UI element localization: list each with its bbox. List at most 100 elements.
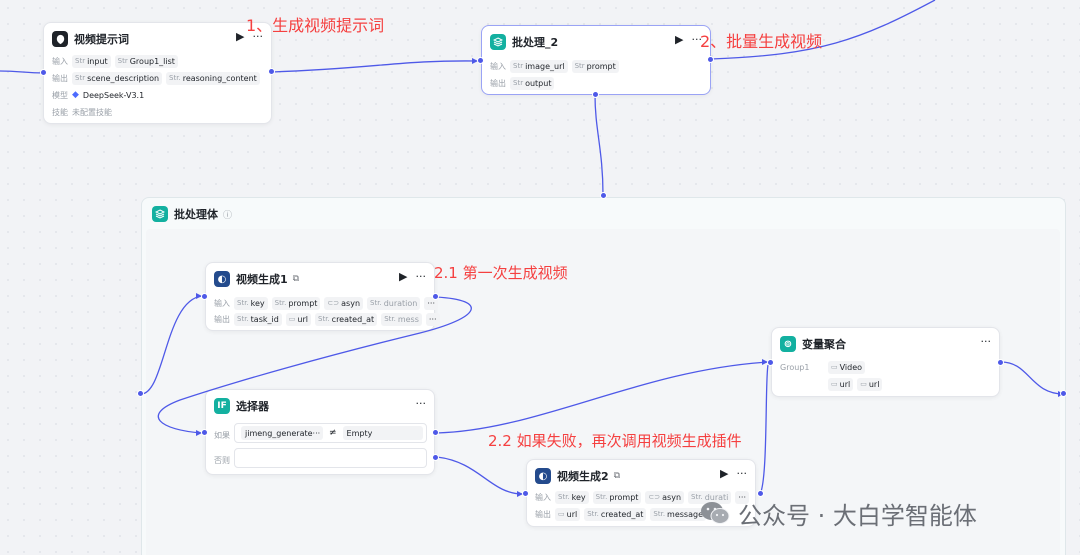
- copy-icon[interactable]: ⧉: [613, 471, 621, 481]
- input-port[interactable]: [767, 359, 774, 366]
- condition-box[interactable]: jimeng_generate··· ≠ Empty: [234, 423, 427, 443]
- param-chip: Str.created_at: [315, 312, 378, 326]
- annotation-step1: 1、生成视频提示词: [246, 16, 385, 35]
- input-port[interactable]: [522, 490, 529, 497]
- plugin-icon: ◐: [535, 468, 551, 484]
- more-icon[interactable]: ···: [980, 335, 992, 348]
- input-label: 输入: [535, 492, 551, 502]
- param-name: message: [667, 509, 703, 519]
- output-port[interactable]: [432, 293, 439, 300]
- play-icon[interactable]: ▶: [720, 467, 729, 480]
- more-icon[interactable]: ···: [736, 467, 748, 480]
- llm-icon: [52, 31, 68, 47]
- play-icon[interactable]: ▶: [399, 270, 408, 283]
- else-label: 否则: [214, 455, 230, 465]
- group-label: Group1: [780, 362, 810, 372]
- annotation-step2: 2、批量生成视频: [700, 32, 823, 51]
- node-video-gen-2[interactable]: ◐ 视频生成2 ⧉ ▶ ··· 输入 Str.key Str.prompt ⊂⊃…: [526, 459, 756, 527]
- more-icon[interactable]: ···: [691, 33, 703, 46]
- param-type: Str: [75, 73, 86, 82]
- edge-batch-group: [594, 94, 604, 196]
- object-icon: ▭: [288, 314, 296, 323]
- input-port[interactable]: [201, 429, 208, 436]
- more-icon[interactable]: ···: [415, 270, 427, 283]
- param-type: Str: [513, 61, 524, 70]
- group-input-port[interactable]: [137, 390, 144, 397]
- param-name: Video: [839, 362, 863, 372]
- param-chip: Str.durati: [688, 490, 732, 504]
- more-icon[interactable]: ···: [252, 30, 264, 43]
- batch-body-port[interactable]: [592, 91, 599, 98]
- play-icon[interactable]: ▶: [236, 30, 245, 43]
- object-icon: ▭: [558, 509, 565, 518]
- param-name: asyn: [341, 298, 361, 308]
- watermark: 公众号 · 大白学智能体: [700, 497, 977, 530]
- node-title: 视频提示词: [74, 33, 129, 46]
- copy-icon[interactable]: ⧉: [292, 274, 300, 284]
- output-port[interactable]: [997, 359, 1004, 366]
- else-box[interactable]: [234, 448, 427, 468]
- param-chip: ▭url: [555, 507, 581, 521]
- param-chip: Str.prompt: [592, 490, 642, 504]
- node-header: ◐ 视频生成2 ⧉: [535, 467, 620, 485]
- param-chip: ⊂⊃asyn: [645, 490, 685, 504]
- wechat-icon: [701, 502, 730, 524]
- input-port[interactable]: [201, 293, 208, 300]
- param-type: Str.: [274, 298, 287, 307]
- skill-label: 技能: [52, 107, 68, 117]
- condition-left-text: jimeng_generate···: [245, 428, 321, 438]
- param-name: prompt: [609, 492, 639, 502]
- param-type: Str.: [691, 492, 703, 501]
- output-port[interactable]: [268, 68, 275, 75]
- param-type: Str.: [169, 73, 181, 82]
- condition-right[interactable]: Empty: [342, 426, 423, 440]
- more-params-icon[interactable]: ···: [735, 490, 750, 504]
- group-top-port[interactable]: [600, 192, 607, 199]
- condition-operator[interactable]: ≠: [329, 428, 337, 438]
- param-type: Str: [574, 61, 585, 70]
- param-name: mess: [397, 314, 419, 324]
- if-label: 如果: [214, 430, 230, 440]
- param-type: Str.: [587, 509, 599, 518]
- input-port[interactable]: [40, 69, 47, 76]
- param-chip: ⊂⊃asyn: [324, 296, 364, 310]
- more-icon[interactable]: ···: [415, 397, 427, 410]
- else-row: 否则: [214, 453, 234, 467]
- node-variable-aggregate[interactable]: ⊚ 变量聚合 ··· Group1 ▭Video ▭url ▭url: [771, 327, 1000, 397]
- if-output-port[interactable]: [432, 429, 439, 436]
- group-output-port[interactable]: [1060, 390, 1067, 397]
- node-header: 视频提示词: [52, 30, 129, 48]
- node-actions: ···: [416, 397, 427, 411]
- object-icon: ▭: [831, 362, 838, 371]
- param-name: key: [250, 298, 265, 308]
- node-video-gen-1[interactable]: ◐ 视频生成1 ⧉ ▶ ··· 输入 Str.key Str.prompt ⊂⊃…: [205, 262, 440, 331]
- condition-left[interactable]: jimeng_generate···: [241, 426, 323, 440]
- param-type: Str.: [653, 509, 666, 518]
- output-port[interactable]: [707, 56, 714, 63]
- else-output-port[interactable]: [432, 454, 439, 461]
- play-icon[interactable]: ▶: [675, 33, 684, 46]
- node-actions: ▶ ···: [720, 467, 747, 481]
- model-value: DeepSeek-V3.1: [82, 90, 145, 100]
- output-label: 输出: [535, 509, 551, 519]
- node-header: 批处理_2: [490, 33, 558, 51]
- info-icon[interactable]: ⓘ: [223, 210, 233, 221]
- more-params-icon[interactable]: ···: [425, 312, 440, 326]
- if-row: 如果: [214, 428, 234, 442]
- skill-value: 未配置技能: [72, 107, 112, 117]
- param-name: task_id: [250, 314, 279, 324]
- node-header: ◐ 视频生成1 ⧉: [214, 270, 299, 288]
- if-icon: IF: [214, 398, 230, 414]
- param-type: Str: [75, 56, 86, 65]
- node-header: ⊚ 变量聚合: [780, 335, 846, 353]
- input-port[interactable]: [477, 57, 484, 64]
- node-selector[interactable]: IF 选择器 ··· 如果 jimeng_generate··· ≠ Empty…: [205, 389, 435, 475]
- group-header: 批处理体 ⓘ: [152, 206, 232, 222]
- annotation-step22: 2.2 如果失败，再次调用视频生成插件: [488, 432, 742, 450]
